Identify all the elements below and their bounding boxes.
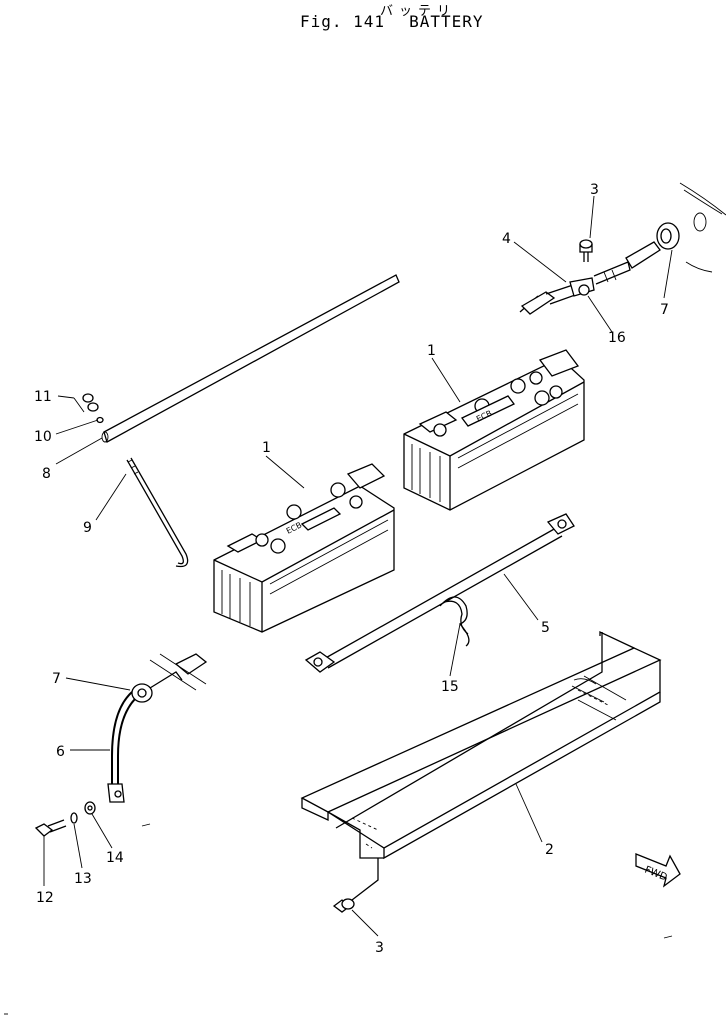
bolt-top [579, 239, 593, 262]
chassis-edge [679, 182, 726, 273]
hold-down-rod [101, 274, 400, 443]
callout-3-bottom-bolt: 3 [375, 940, 384, 956]
callout-16-clip: 16 [608, 330, 626, 346]
nut-assembly [82, 393, 104, 424]
japanese-title: バッテリ [380, 4, 457, 19]
callout-7-lower-grommet: 7 [52, 671, 61, 687]
cable-battery-to-chassis [519, 241, 661, 315]
figure-number: Fig. 141 [300, 12, 386, 31]
battery-tray [300, 630, 662, 860]
bolt-bottom [332, 858, 379, 913]
callout-1-front-battery: 1 [262, 440, 271, 456]
callout-11-nut: 11 [34, 389, 52, 405]
callout-8-rod: 8 [42, 466, 51, 482]
battery-front: ECB [213, 463, 395, 633]
callout-10-washer: 10 [34, 429, 52, 445]
cable-clamp [439, 596, 470, 647]
callout-1-back-battery: 1 [427, 343, 436, 359]
callout-9-j-bolt: 9 [83, 520, 92, 536]
callout-14-washer: 14 [106, 850, 124, 866]
figure-name: BATTERY [409, 12, 484, 31]
battery-back: ECB [403, 349, 585, 511]
j-bolt [126, 457, 189, 568]
callout-6-ground-cable: 6 [56, 744, 65, 760]
ground-hardware [34, 801, 96, 837]
callout-12-bolt: 12 [36, 890, 54, 906]
fwd-label: FWD [643, 865, 669, 884]
leader-lines [43, 195, 673, 937]
callout-7-upper-grommet: 7 [660, 302, 669, 318]
callout-numbers: 1 1 2 3 3 4 5 6 7 7 8 9 10 11 12 13 14 1… [34, 182, 669, 956]
callout-3-top-bolt: 3 [590, 182, 599, 198]
stray-marks [4, 823, 673, 1015]
grommet-top [656, 222, 680, 250]
callout-15-clamp: 15 [441, 679, 459, 695]
callout-13-lock-washer: 13 [74, 871, 92, 887]
callout-4-cable: 4 [502, 231, 511, 247]
ground-cable [107, 653, 208, 803]
fwd-arrow: FWD [635, 853, 681, 888]
callout-2-tray: 2 [545, 842, 554, 858]
callout-5-cable: 5 [541, 620, 550, 636]
figure-title: Fig. 141 BATTERY [300, 12, 484, 31]
